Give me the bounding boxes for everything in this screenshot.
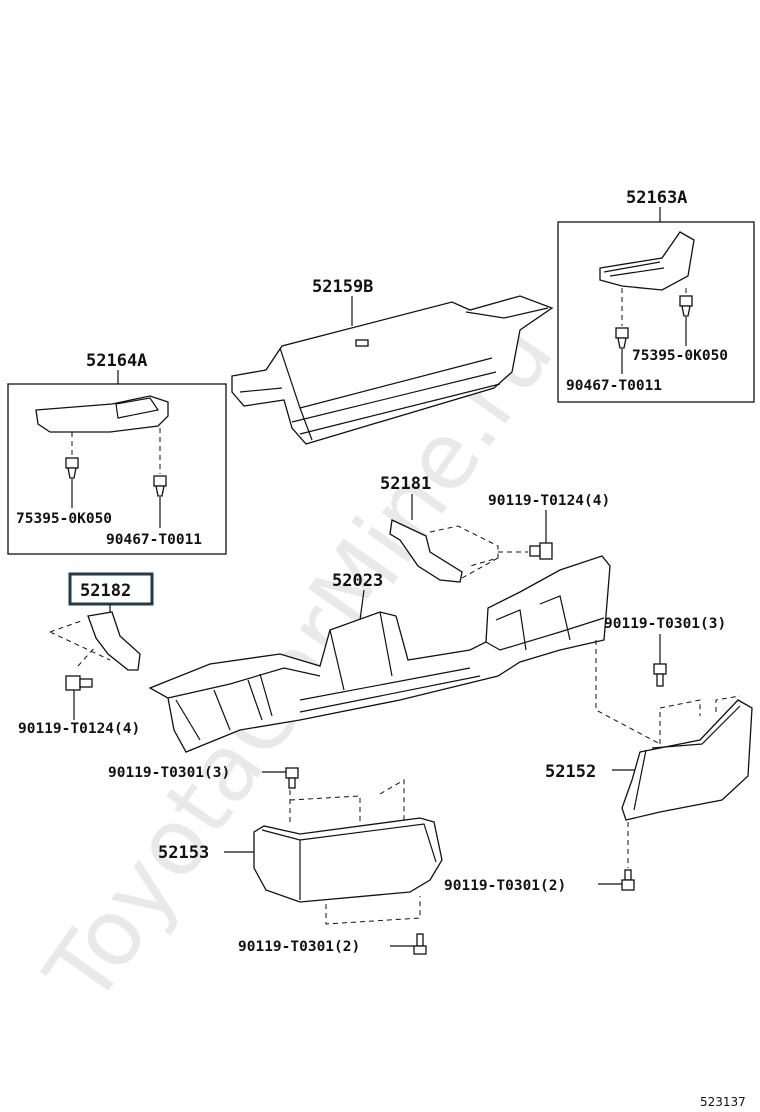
label-52153[interactable]: 52153 bbox=[158, 843, 209, 863]
rear-step-plate[interactable] bbox=[231, 295, 554, 445]
label-90119-t0301-l3[interactable]: 90119-T0301(3) bbox=[108, 765, 230, 781]
bolt-icon-top bbox=[529, 542, 553, 560]
bolt-icon-r2 bbox=[621, 869, 635, 891]
diagram-id: 523137 bbox=[700, 1095, 746, 1109]
clip-icon-right-90467 bbox=[615, 327, 629, 349]
highlight-box-52182 bbox=[68, 572, 154, 606]
step-pad-right[interactable] bbox=[599, 231, 695, 291]
bumper-end-right[interactable] bbox=[621, 699, 753, 821]
label-52152[interactable]: 52152 bbox=[545, 762, 596, 782]
label-75395-right[interactable]: 75395-0K050 bbox=[632, 348, 728, 364]
label-90119-t0124-top[interactable]: 90119-T0124(4) bbox=[488, 493, 610, 509]
clip-icon-left-75395 bbox=[65, 457, 79, 479]
label-90119-t0301-r2[interactable]: 90119-T0301(2) bbox=[444, 878, 566, 894]
label-52159b[interactable]: 52159B bbox=[312, 277, 373, 297]
label-75395-left[interactable]: 75395-0K050 bbox=[16, 511, 112, 527]
bracket-52181[interactable] bbox=[389, 519, 463, 583]
label-90119-t0124-left[interactable]: 90119-T0124(4) bbox=[18, 721, 140, 737]
label-52181[interactable]: 52181 bbox=[380, 474, 431, 494]
label-52182[interactable]: 52182 bbox=[80, 581, 131, 601]
rear-crossmember[interactable] bbox=[148, 555, 611, 753]
label-90119-t0301-l2[interactable]: 90119-T0301(2) bbox=[238, 939, 360, 955]
bumper-end-left[interactable] bbox=[253, 817, 443, 903]
label-52164a[interactable]: 52164A bbox=[86, 351, 147, 371]
clip-icon-right-75395 bbox=[679, 295, 693, 317]
bolt-icon-left bbox=[65, 675, 93, 691]
bolt-icon-r3 bbox=[653, 663, 667, 687]
label-90467-right[interactable]: 90467-T0011 bbox=[566, 378, 662, 394]
clip-icon-left-90467 bbox=[153, 475, 167, 497]
label-90467-left[interactable]: 90467-T0011 bbox=[106, 532, 202, 548]
bolt-icon-l3 bbox=[285, 767, 299, 789]
step-pad-left[interactable] bbox=[35, 395, 169, 433]
bolt-icon-l2 bbox=[413, 933, 427, 955]
label-52163a[interactable]: 52163A bbox=[626, 188, 687, 208]
label-90119-t0301-r3[interactable]: 90119-T0301(3) bbox=[604, 616, 726, 632]
inset-box-52163a bbox=[557, 221, 755, 403]
bracket-52182[interactable] bbox=[87, 611, 141, 671]
label-52023[interactable]: 52023 bbox=[332, 571, 383, 591]
inset-box-52164a bbox=[7, 383, 227, 555]
